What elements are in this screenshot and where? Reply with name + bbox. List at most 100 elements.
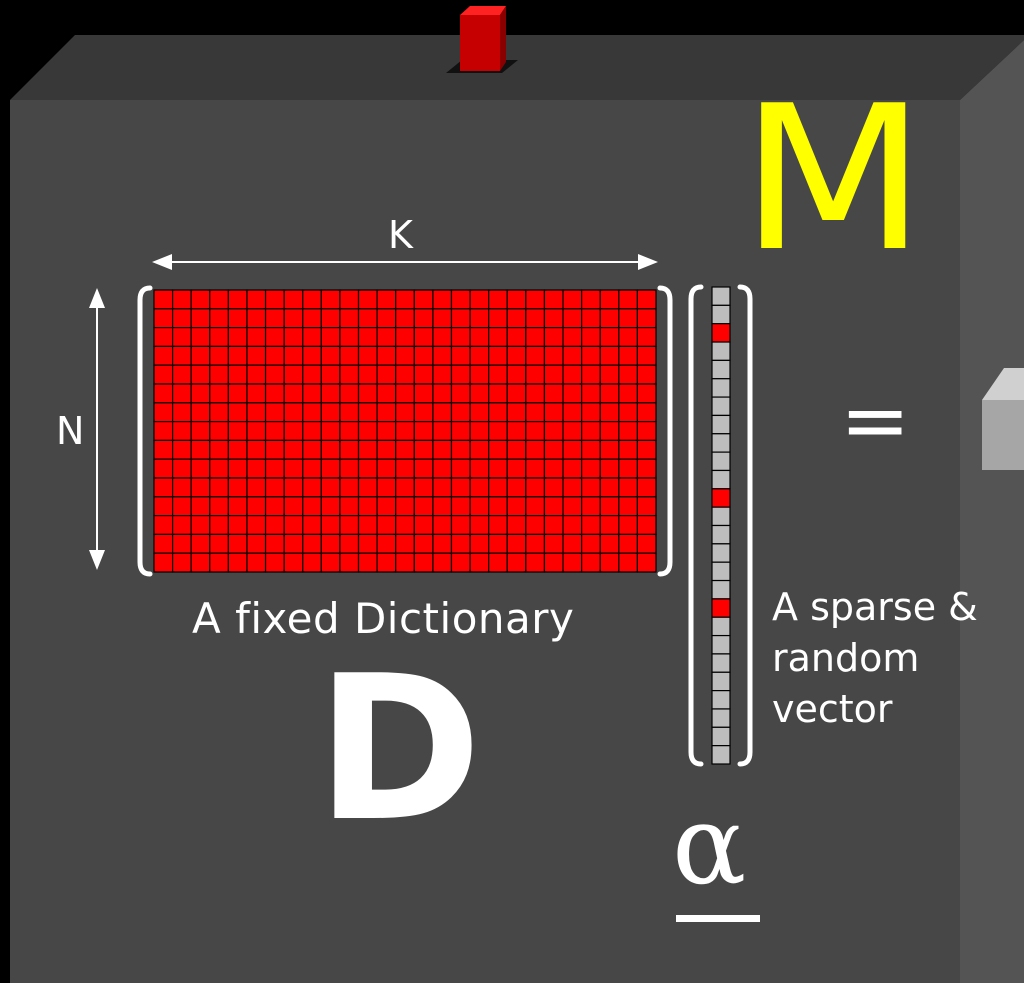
dictionary-cell [153,345,174,366]
dictionary-cell [618,402,639,423]
dictionary-cell [246,533,267,554]
vector-cell-nonzero [711,598,731,618]
dictionary-cell [543,364,564,385]
dictionary-cell [450,364,471,385]
dictionary-cell [357,533,378,554]
vector-cell-zero [711,433,731,453]
dictionary-cell [543,439,564,460]
dictionary-cell [525,439,546,460]
dictionary-cell [395,533,415,554]
dictionary-cell [283,383,304,404]
dictionary-cell [357,496,378,517]
dictionary-cell [636,458,657,479]
dictionary-cell [432,402,453,423]
dictionary-cell [562,345,583,366]
vector-cell-zero [711,506,731,527]
dictionary-cell [432,477,453,498]
dictionary-cell [357,552,378,573]
dictionary-cell [171,533,192,554]
dictionary-cell [209,327,229,348]
dictionary-cell [190,477,211,498]
dictionary-cell [636,289,657,310]
dictionary-cell [581,327,601,348]
dictionary-cell [506,477,527,498]
machine-top-face [10,35,1024,100]
dictionary-cell [357,364,378,385]
dictionary-cell [171,439,192,460]
dictionary-cell [357,345,378,366]
dictionary-cell [413,552,434,573]
dictionary-cell [432,496,453,517]
dictionary-cell [599,496,620,517]
vector-cell-zero [711,396,731,417]
dictionary-cell [357,308,378,329]
dictionary-cell [302,439,322,460]
dictionary-cell [413,345,434,366]
dictionary-cell [488,383,508,404]
dictionary-cell [562,533,583,554]
dictionary-cell [246,289,267,310]
dictionary-cell [357,289,378,310]
dictionary-cell [171,514,192,535]
dictionary-cell [283,533,304,554]
dictionary-cell [618,458,639,479]
vector-cell-zero [711,745,731,765]
dictionary-cell [618,552,639,573]
dictionary-cell [376,533,397,554]
dictionary-cell [413,308,434,329]
k-label: K [388,213,413,257]
vector-caption: A sparse & random vector [772,585,978,731]
vector-name: α [672,781,747,909]
dictionary-cell [469,439,490,460]
dictionary-cell [469,383,490,404]
dictionary-cell [320,383,341,404]
dictionary-cell [339,308,360,329]
dictionary-cell [246,383,267,404]
dictionary-cell [636,496,657,517]
dictionary-cell [506,345,527,366]
dictionary-cell [562,364,583,385]
dictionary-cell [636,552,657,573]
dictionary-cell [543,345,564,366]
dictionary-cell [506,496,527,517]
dictionary-cell [432,289,453,310]
dictionary-cell [190,327,211,348]
vector-cell-zero [711,690,731,710]
dictionary-cell [302,552,322,573]
dictionary-cell [618,533,639,554]
dictionary-cell [395,421,415,442]
vector-brackets [688,284,753,767]
dictionary-cell [227,439,248,460]
dictionary-cell [562,327,583,348]
dictionary-cell [395,383,415,404]
dictionary-cell [190,289,211,310]
dictionary-cell [599,533,620,554]
dictionary-caption: A fixed Dictionary [192,594,575,643]
dictionary-cell [488,308,508,329]
vector-cell-zero [711,616,731,637]
dictionary-cell [320,533,341,554]
dictionary-cell [190,421,211,442]
dictionary-cell [413,327,434,348]
dictionary-cell [450,421,471,442]
dictionary-cell [488,327,508,348]
dictionary-cell [543,458,564,479]
dictionary-cell [153,364,174,385]
dictionary-cell [227,496,248,517]
dictionary-cell [227,345,248,366]
dictionary-cell [432,458,453,479]
dictionary-cell [450,533,471,554]
dictionary-cell [469,533,490,554]
vector-cell-zero [711,304,731,325]
dictionary-cell [413,421,434,442]
dictionary-cell [283,327,304,348]
dictionary-cell [246,496,267,517]
dictionary-cell [246,439,267,460]
dictionary-cell [357,421,378,442]
dictionary-cell [171,327,192,348]
vector-cell-nonzero [711,488,731,508]
dictionary-cell [413,458,434,479]
dictionary-cell [171,402,192,423]
dictionary-cell [339,327,360,348]
dictionary-cell [153,533,174,554]
